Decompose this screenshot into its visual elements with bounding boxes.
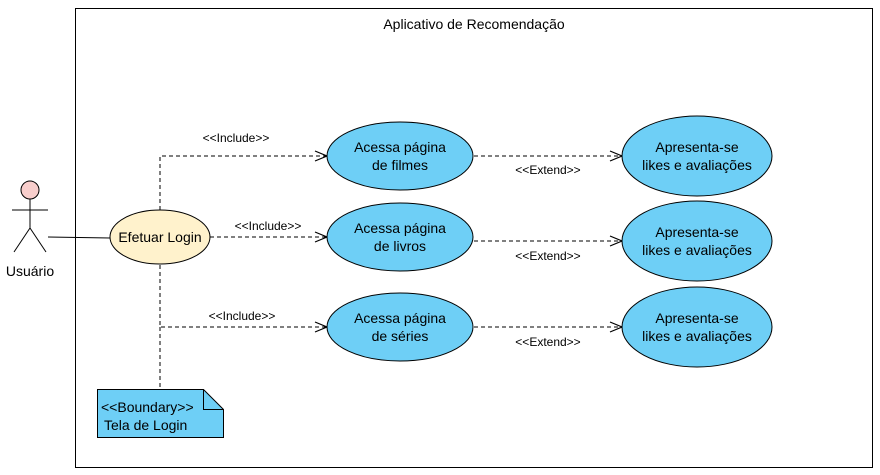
boundary-stereotype: <<Boundary>> bbox=[101, 399, 194, 415]
actor-usuario[interactable]: Usuário bbox=[6, 180, 54, 279]
include-connector-filmes bbox=[159, 156, 327, 210]
usecase-acessa-series[interactable]: Acessa página de séries bbox=[326, 292, 474, 362]
boundary-name: Tela de Login bbox=[104, 417, 187, 433]
usecase-label-line1: Apresenta-se bbox=[655, 139, 738, 155]
boundary-note[interactable]: <<Boundary>> Tela de Login bbox=[97, 389, 224, 438]
usecase-apresenta-series[interactable]: Apresenta-se likes e avaliações bbox=[621, 286, 773, 368]
usecase-acessa-livros[interactable]: Acessa página de livros bbox=[326, 202, 474, 272]
include-label-livros: <<Include>> bbox=[235, 219, 302, 233]
usecase-apresenta-livros[interactable]: Apresenta-se likes e avaliações bbox=[621, 200, 773, 282]
usecase-label-line1: Acessa página bbox=[354, 220, 446, 236]
system-title: Aplicativo de Recomendação bbox=[383, 16, 565, 32]
usecase-label-line2: likes e avaliações bbox=[642, 242, 752, 258]
extend-label-livros: <<Extend>> bbox=[515, 249, 580, 263]
include-label-filmes: <<Include>> bbox=[203, 131, 270, 145]
usecase-label-line2: de séries bbox=[372, 328, 429, 344]
usecase-label-line1: Acessa página bbox=[354, 139, 446, 155]
usecase-acessa-filmes[interactable]: Acessa página de filmes bbox=[326, 121, 474, 191]
association-line bbox=[47, 236, 111, 239]
usecase-label-line2: likes e avaliações bbox=[642, 328, 752, 344]
usecase-label-line1: Apresenta-se bbox=[655, 310, 738, 326]
actor-head bbox=[20, 180, 40, 200]
usecase-label-line2: likes e avaliações bbox=[642, 157, 752, 173]
usecase-label-line2: de livros bbox=[374, 238, 426, 254]
include-label-series: <<Include>> bbox=[209, 309, 276, 323]
usecase-label-line2: de filmes bbox=[372, 157, 428, 173]
usecase-label-line1: Acessa página bbox=[354, 310, 446, 326]
actor-label: Usuário bbox=[6, 263, 54, 279]
usecase-efetuar-login[interactable]: Efetuar Login bbox=[109, 209, 211, 265]
usecase-label-line1: Apresenta-se bbox=[655, 224, 738, 240]
usecase-apresenta-filmes[interactable]: Apresenta-se likes e avaliações bbox=[621, 115, 773, 197]
system-boundary bbox=[75, 8, 873, 468]
usecase-label: Efetuar Login bbox=[118, 229, 201, 245]
extend-label-filmes: <<Extend>> bbox=[515, 163, 580, 177]
extend-label-series: <<Extend>> bbox=[515, 335, 580, 349]
